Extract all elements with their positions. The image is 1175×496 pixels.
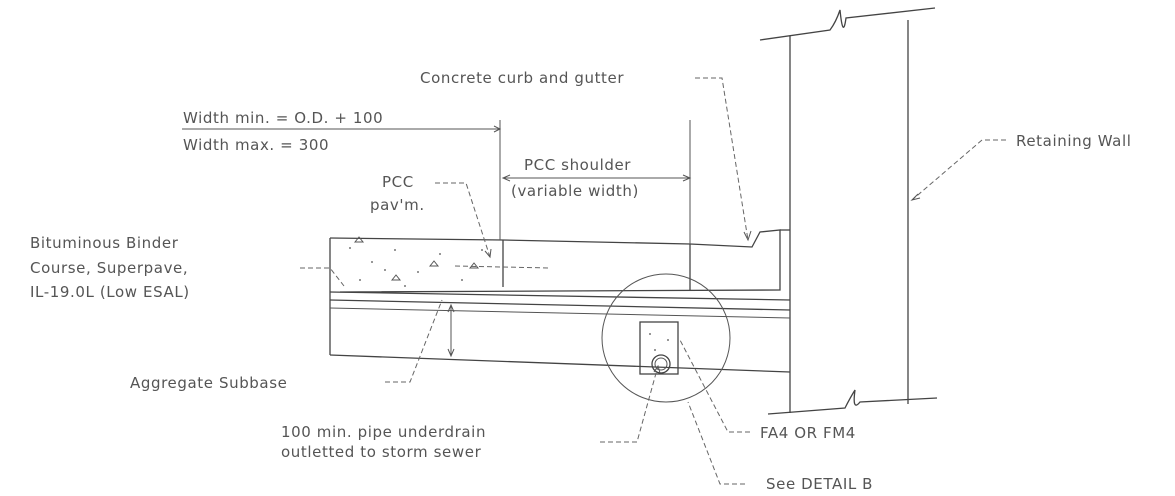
width-min-label: Width min. = O.D. + 100 bbox=[183, 109, 383, 127]
binder-label-1: Bituminous Binder bbox=[30, 234, 179, 252]
retaining-wall bbox=[759, 7, 938, 415]
pipe-label-2: outletted to storm sewer bbox=[281, 443, 482, 461]
shoulder-dimension bbox=[501, 120, 692, 244]
binder-label-2: Course, Superpave, bbox=[30, 259, 188, 277]
pavm-label-2: pav'm. bbox=[370, 196, 425, 214]
detail-b-label: See DETAIL B bbox=[766, 475, 873, 493]
subbase-label: Aggregate Subbase bbox=[130, 374, 287, 392]
leader-lines bbox=[300, 77, 1006, 485]
width-dimension bbox=[182, 120, 502, 240]
pipe-label-1: 100 min. pipe underdrain bbox=[281, 423, 486, 441]
fa4-label: FA4 OR FM4 bbox=[760, 424, 856, 442]
pavement-section bbox=[329, 229, 791, 373]
underdrain-trench bbox=[639, 321, 679, 375]
subbase-dimension bbox=[447, 303, 455, 358]
width-max-label: Width max. = 300 bbox=[183, 136, 329, 154]
retaining-wall-label: Retaining Wall bbox=[1016, 132, 1132, 150]
shoulder-label-1: PCC shoulder bbox=[524, 156, 631, 174]
shoulder-label-2: (variable width) bbox=[511, 182, 639, 200]
binder-label-3: IL-19.0L (Low ESAL) bbox=[30, 283, 190, 301]
aggregate-hatch bbox=[349, 236, 483, 287]
detail-b-circle bbox=[601, 273, 731, 403]
pavm-label-1: PCC bbox=[382, 173, 414, 191]
curb-label: Concrete curb and gutter bbox=[420, 69, 624, 87]
